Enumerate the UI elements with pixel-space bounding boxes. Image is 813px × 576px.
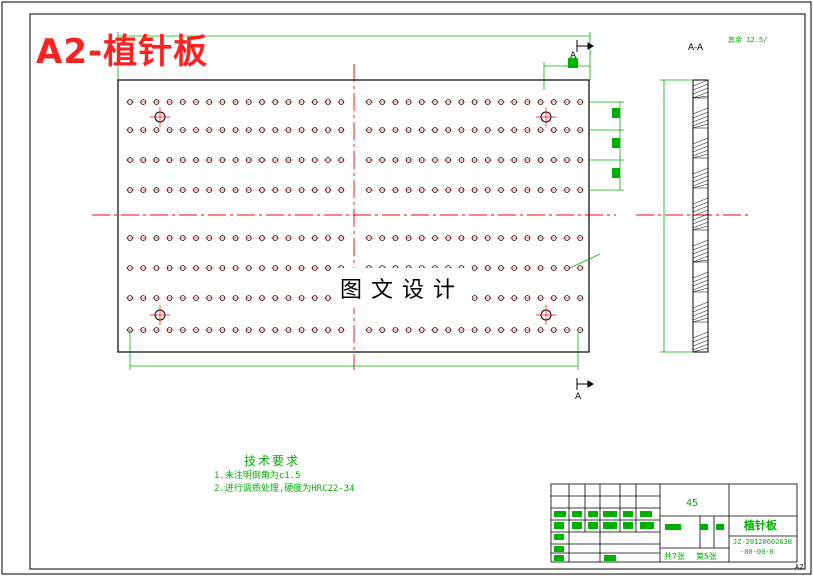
hatch-line xyxy=(692,225,709,231)
section-mark-top xyxy=(576,40,594,52)
material-label: 45 xyxy=(686,498,699,509)
hatch-line xyxy=(692,317,709,323)
hatch-line xyxy=(692,271,709,279)
hatch-line xyxy=(692,79,709,87)
hatch-line xyxy=(692,141,709,149)
hatch-line xyxy=(692,115,709,123)
hatch-line xyxy=(692,95,709,99)
hatch-line xyxy=(692,301,709,309)
section-height-dim xyxy=(660,79,693,353)
hatch-line xyxy=(692,119,709,127)
section-mark-bottom-label: A xyxy=(575,392,582,402)
hatch-line xyxy=(692,91,709,99)
drawing-number-2: -00-00-0 xyxy=(740,548,774,556)
hatch-line xyxy=(692,149,709,157)
hatch-line xyxy=(692,205,709,213)
hatch-line xyxy=(692,255,709,263)
hatch-line xyxy=(692,153,709,159)
hatch-line xyxy=(692,87,709,95)
hatch-line xyxy=(692,197,709,205)
hatch-line xyxy=(692,275,709,283)
hatch-line xyxy=(692,279,709,287)
hatch-line xyxy=(692,213,709,221)
drawing-number-1: JZ-20120602630 xyxy=(733,538,793,546)
hatch-line xyxy=(692,331,709,339)
hatch-line xyxy=(692,123,709,129)
hatch-line xyxy=(692,335,709,343)
hatch-line xyxy=(692,171,709,179)
plate-outline xyxy=(117,79,590,353)
hatch-line xyxy=(692,183,709,189)
hatch-line xyxy=(692,209,709,217)
tech-requirement-2: 2.进行调质处理,硬度为HRC22-34 xyxy=(214,484,355,494)
hatch-line xyxy=(692,201,709,209)
roughness-note: 其余 12.5/ xyxy=(728,35,767,44)
hatch-line xyxy=(692,239,709,247)
hatch-line xyxy=(692,283,709,291)
watermark: 图文设计 xyxy=(332,268,473,308)
section-view-label: A-A xyxy=(688,43,704,53)
title-block xyxy=(550,483,798,563)
hatch-line xyxy=(692,137,709,145)
hatch-line xyxy=(692,179,709,187)
hatch-line xyxy=(692,175,709,183)
hatch-line xyxy=(692,107,709,115)
tech-requirements-title: 技术要求 xyxy=(244,454,301,468)
sheet-count: 共7张 xyxy=(664,552,685,561)
hatch-line xyxy=(692,251,709,259)
hatch-line xyxy=(692,217,709,225)
hatch-line xyxy=(692,243,709,251)
small-dim-block xyxy=(568,58,578,68)
mounting-hole-crosshairs xyxy=(150,107,556,325)
drawing-title: A2-植针板 xyxy=(36,32,209,72)
sheet-size: A2 xyxy=(795,563,804,571)
part-name: 植针板 xyxy=(744,519,777,532)
hatch-line xyxy=(692,287,709,293)
section-mark-top-label: A xyxy=(570,51,577,61)
hatch-line xyxy=(692,111,709,119)
tech-requirement-1: 1.未注明倒角为c1.5 xyxy=(214,471,301,481)
bottom-dimension xyxy=(129,253,601,370)
row-pitch-blocks xyxy=(612,108,620,178)
hatch-line xyxy=(692,167,709,175)
section-mark-bottom xyxy=(576,378,594,390)
hatch-line xyxy=(692,313,709,321)
hatch-line xyxy=(692,83,709,91)
top-dimension xyxy=(117,32,591,90)
hatch-line xyxy=(692,347,709,353)
inner-border xyxy=(29,13,806,570)
hatch-line xyxy=(692,305,709,313)
hatch-line xyxy=(692,145,709,153)
hatch-line xyxy=(692,259,709,263)
title-block-labels xyxy=(554,511,724,561)
centerlines xyxy=(92,64,748,370)
hatch-line xyxy=(692,339,709,347)
section-hatching xyxy=(692,79,709,353)
hatch-line xyxy=(692,343,709,351)
hatch-line xyxy=(692,221,709,229)
hatch-line xyxy=(692,247,709,255)
hatch-line xyxy=(692,309,709,317)
sheet-index: 第5张 xyxy=(696,552,717,561)
